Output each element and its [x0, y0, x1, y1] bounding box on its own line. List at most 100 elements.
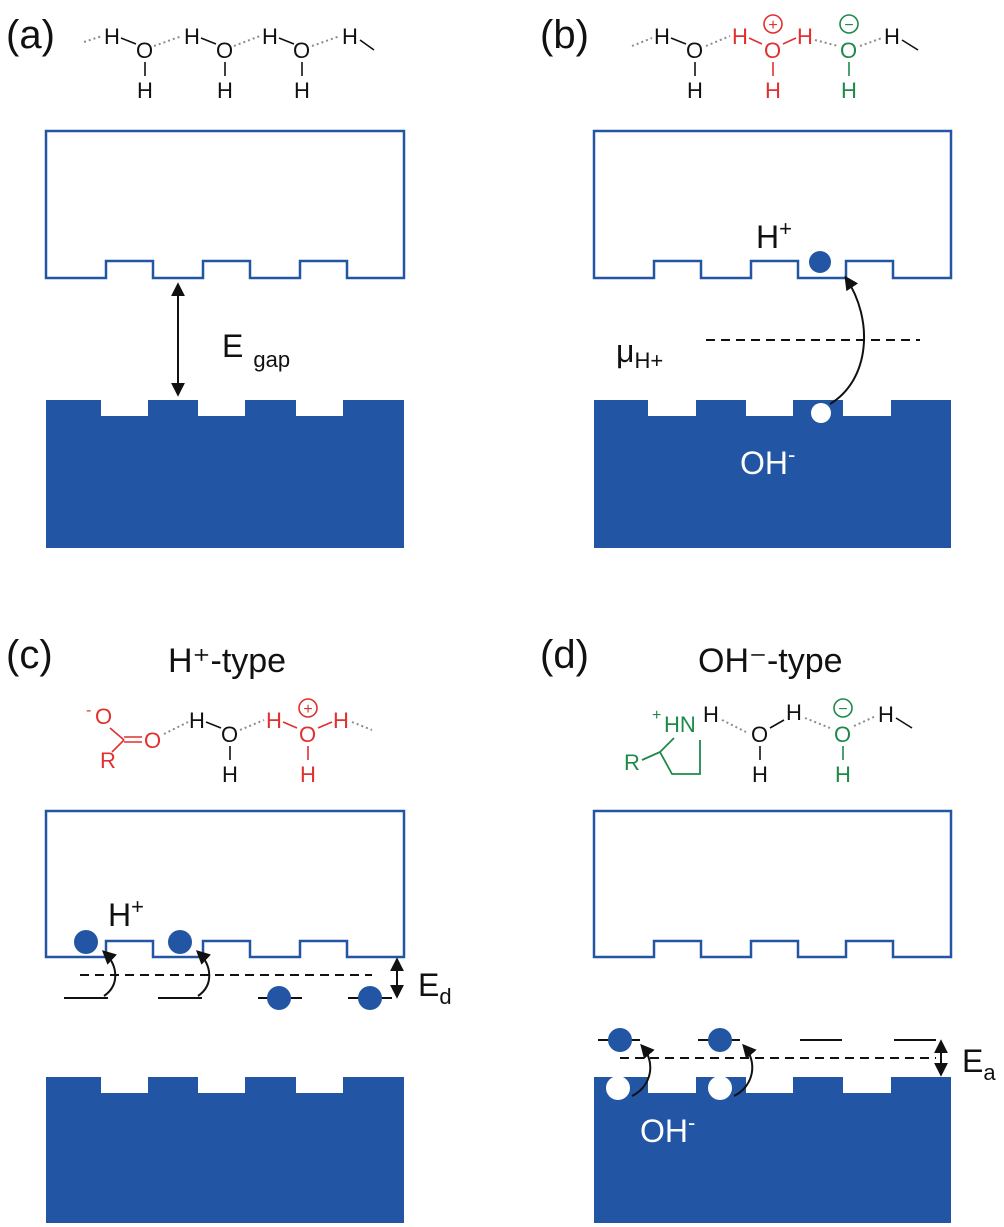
amine-r-bond-d	[641, 751, 661, 761]
atom-c-h1: H	[189, 708, 205, 733]
proton-dot-c-2	[168, 930, 192, 954]
hbond-d-2	[853, 715, 877, 727]
hbond-a-0	[83, 35, 103, 43]
proton-label-c-main: H	[108, 897, 131, 933]
hbond-d-1	[804, 717, 831, 729]
conduction-band-a	[44, 129, 406, 280]
atom-b-h1: H	[654, 24, 670, 49]
minus-charge-circle-b	[839, 14, 859, 34]
valence-band-b	[594, 400, 951, 548]
water-chain-a: H O H H O H H O H H	[83, 24, 375, 103]
hbond-c-1	[239, 719, 265, 731]
valence-band-d	[594, 1077, 951, 1223]
hbond-c-0	[163, 721, 189, 735]
hbond-b-1	[705, 35, 731, 47]
hbond-a-2	[233, 35, 261, 47]
panel-c: (c) H⁺-type - O R O H O H H + O H	[6, 633, 452, 1223]
atom-d-h4: H	[835, 762, 851, 787]
bond-b-1	[670, 37, 687, 45]
atom-b-o3: O	[840, 38, 857, 63]
atom-b-o1: O	[686, 38, 703, 63]
carboxylate-charge-c: -	[86, 702, 91, 719]
atom-b-h6: H	[841, 78, 857, 103]
minus-charge-sign-d: −	[838, 701, 847, 718]
hydroxide-label-b-main: OH	[740, 445, 788, 481]
hydroxide-label-d-main: OH	[640, 1113, 688, 1149]
amine-charge-d: +	[652, 707, 661, 724]
hydroxide-label-b-sup: -	[788, 442, 795, 467]
panel-a-label: (a)	[6, 13, 55, 57]
atom-a-h7: H	[342, 24, 358, 49]
excitation-arrow-b	[829, 275, 865, 405]
bond-a-3	[200, 37, 217, 45]
hbond-a-3	[311, 35, 341, 47]
atom-d-h5: H	[878, 702, 894, 727]
carboxylate-bond-r-c	[111, 739, 125, 753]
water-chain-b: H O H H + O H H − O H H	[631, 14, 919, 103]
panel-d-title: OH⁻-type	[698, 642, 843, 680]
hbond-b-0	[631, 37, 653, 47]
atom-d-h2: H	[752, 762, 768, 787]
excitation-arrow-c-2	[195, 950, 211, 997]
amine-r-d: R	[624, 750, 640, 775]
bond-b-7	[901, 39, 919, 51]
hbond-c-2	[351, 721, 373, 731]
hole-dot-d-2	[708, 1076, 732, 1100]
proton-dot-b	[809, 251, 831, 273]
gap-label-sub: gap	[253, 347, 290, 372]
plus-charge-sign-b: +	[768, 17, 777, 34]
panel-d: (d) OH⁻-type + HN R H O H H − O H H	[540, 633, 996, 1223]
atom-a-h1: H	[104, 24, 120, 49]
atom-a-h6: H	[294, 78, 310, 103]
panel-b: (b) H O H H + O H H − O H H	[540, 13, 953, 548]
bond-b-3	[748, 37, 763, 45]
mu-label-main: μ	[616, 333, 634, 369]
bond-b-5	[782, 37, 797, 45]
plus-charge-sign-c: +	[303, 701, 312, 718]
atom-c-h2: H	[222, 762, 238, 787]
bond-c-5	[317, 721, 333, 729]
proton-label-b-sup: +	[779, 216, 792, 241]
bond-d-2	[769, 719, 785, 729]
atom-b-h5: H	[797, 24, 813, 49]
atom-a-h4: H	[217, 78, 233, 103]
bond-d-4	[895, 717, 913, 729]
carboxylate-r-c: R	[100, 748, 116, 773]
atom-a-o1: O	[136, 38, 153, 63]
valence-band-a	[46, 400, 404, 548]
plus-charge-circle-b	[763, 14, 783, 34]
panel-c-title: H⁺-type	[168, 642, 286, 680]
atom-c-h4: H	[300, 762, 316, 787]
conduction-band-c	[44, 809, 406, 959]
conduction-band-b	[592, 129, 953, 280]
acceptor-energy-label-sub: a	[983, 1060, 996, 1085]
proton-label-b-main: H	[756, 219, 779, 255]
carboxylate-o1-c: O	[95, 704, 112, 729]
excitation-arrow-d-1	[631, 1043, 655, 1097]
atom-b-h4: H	[765, 78, 781, 103]
atom-d-h1: H	[703, 702, 719, 727]
bond-c-3	[282, 721, 298, 729]
panel-c-label: (c)	[6, 633, 53, 677]
chemical-potential-label-b: μH+	[616, 333, 663, 373]
hbond-b-3	[859, 37, 883, 47]
hole-dot-d-1	[606, 1076, 630, 1100]
atom-b-h3: H	[732, 24, 748, 49]
acceptor-energy-label-main: E	[962, 1043, 983, 1079]
atom-c-h3: H	[266, 708, 282, 733]
atom-a-h3: H	[184, 24, 200, 49]
bond-c-1	[205, 721, 222, 729]
bond-a-5	[278, 37, 295, 45]
atom-a-o2: O	[216, 38, 233, 63]
hydroxide-label-d: OH-	[640, 1110, 695, 1149]
minus-charge-circle-d	[833, 698, 853, 718]
panel-d-label: (d)	[540, 633, 589, 677]
atom-a-h2: H	[137, 78, 153, 103]
molecule-chain-d: + HN R H O H H − O H H	[624, 698, 913, 787]
minus-charge-sign-b: −	[844, 17, 853, 34]
valence-band-c	[46, 1077, 404, 1223]
mu-label-sub: H+	[634, 348, 663, 373]
atom-c-o2: O	[299, 722, 316, 747]
proton-dot-c-1	[74, 930, 98, 954]
